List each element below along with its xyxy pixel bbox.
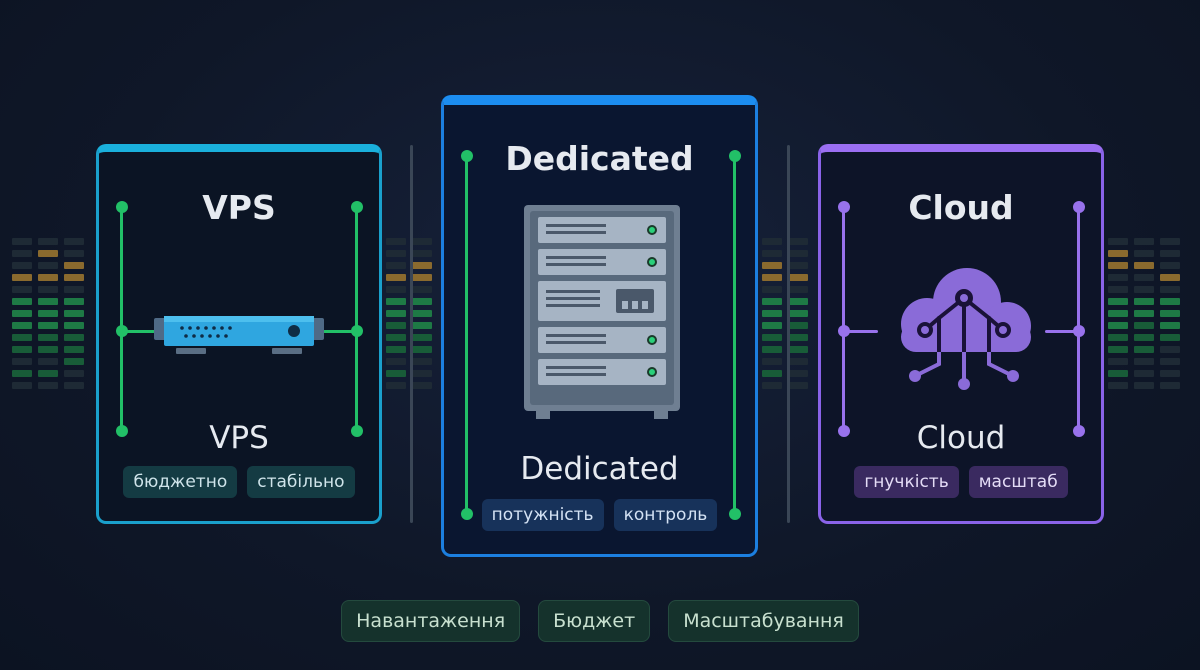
dedicated-dot bbox=[461, 150, 473, 162]
background-bars-left bbox=[12, 238, 84, 438]
dedicated-tag: контроль bbox=[613, 499, 718, 531]
criteria-tag-scaling[interactable]: Масштабування bbox=[668, 600, 859, 642]
dedicated-dot bbox=[729, 150, 741, 162]
vps-right-rail bbox=[355, 207, 358, 435]
cloud-dot bbox=[838, 201, 850, 213]
rack-server-1u-icon bbox=[154, 316, 324, 354]
vps-dot bbox=[351, 201, 363, 213]
cloud-left-connector bbox=[844, 330, 878, 333]
background-bar-column bbox=[788, 238, 808, 438]
vps-tags: бюджетно стабільно bbox=[99, 466, 379, 498]
vps-dot bbox=[116, 425, 128, 437]
cloud-label: Cloud bbox=[916, 420, 1006, 456]
background-bar-column bbox=[1160, 238, 1180, 438]
vps-tag: бюджетно bbox=[123, 466, 238, 498]
cloud-left-rail bbox=[842, 207, 845, 435]
background-bar-column bbox=[762, 238, 782, 438]
vps-left-connector bbox=[122, 330, 158, 333]
dedicated-left-rail bbox=[465, 157, 468, 519]
background-bar-column bbox=[38, 238, 58, 438]
background-bar-column bbox=[1108, 238, 1128, 438]
cloud-right-connector bbox=[1045, 330, 1079, 333]
vps-card[interactable]: VPS VPS бюджетно стабільно bbox=[96, 144, 382, 524]
vps-tag: стабільно bbox=[247, 466, 355, 498]
dedicated-tags: потужність контроль bbox=[444, 499, 755, 531]
cloud-dot bbox=[1073, 425, 1085, 437]
background-bars-right bbox=[1108, 238, 1180, 438]
dedicated-card[interactable]: Dedicated Dedicate bbox=[441, 95, 758, 557]
background-bars-mid-left bbox=[386, 238, 432, 438]
cloud-tag: гнучкість bbox=[854, 466, 959, 498]
background-bar-column bbox=[12, 238, 32, 438]
vps-left-rail bbox=[120, 207, 123, 435]
cloud-network-icon bbox=[901, 268, 1031, 390]
dedicated-dot bbox=[729, 508, 741, 520]
background-bar-column bbox=[64, 238, 84, 438]
background-bars-mid-right bbox=[762, 238, 808, 438]
vps-dot bbox=[351, 325, 363, 337]
cloud-tags: гнучкість масштаб bbox=[821, 466, 1101, 498]
cloud-tag: масштаб bbox=[968, 466, 1068, 498]
criteria-tag-budget[interactable]: Бюджет bbox=[538, 600, 651, 642]
cloud-right-rail bbox=[1077, 207, 1080, 435]
vps-dot bbox=[351, 425, 363, 437]
dedicated-title: Dedicated bbox=[505, 139, 694, 178]
vps-label: VPS bbox=[209, 420, 269, 456]
criteria-tag-load[interactable]: Навантаження bbox=[341, 600, 521, 642]
background-bar-column bbox=[386, 238, 406, 438]
criteria-tags: Навантаження Бюджет Масштабування bbox=[0, 600, 1200, 642]
dedicated-right-rail bbox=[733, 157, 736, 519]
dedicated-label: Dedicated bbox=[520, 451, 679, 487]
dedicated-tag: потужність bbox=[481, 499, 604, 531]
vps-title: VPS bbox=[202, 188, 276, 227]
server-tower-icon bbox=[524, 205, 680, 419]
cloud-dot bbox=[838, 425, 850, 437]
vps-dot bbox=[116, 201, 128, 213]
cloud-card[interactable]: Cloud Clo bbox=[818, 144, 1104, 524]
background-bar-column bbox=[412, 238, 432, 438]
divider-left bbox=[410, 145, 413, 523]
background-bar-column bbox=[1134, 238, 1154, 438]
cloud-title: Cloud bbox=[908, 188, 1014, 227]
divider-right bbox=[787, 145, 790, 523]
cloud-dot bbox=[1073, 201, 1085, 213]
cloud-dot bbox=[1073, 325, 1085, 337]
dedicated-dot bbox=[461, 508, 473, 520]
vps-right-connector bbox=[321, 330, 357, 333]
